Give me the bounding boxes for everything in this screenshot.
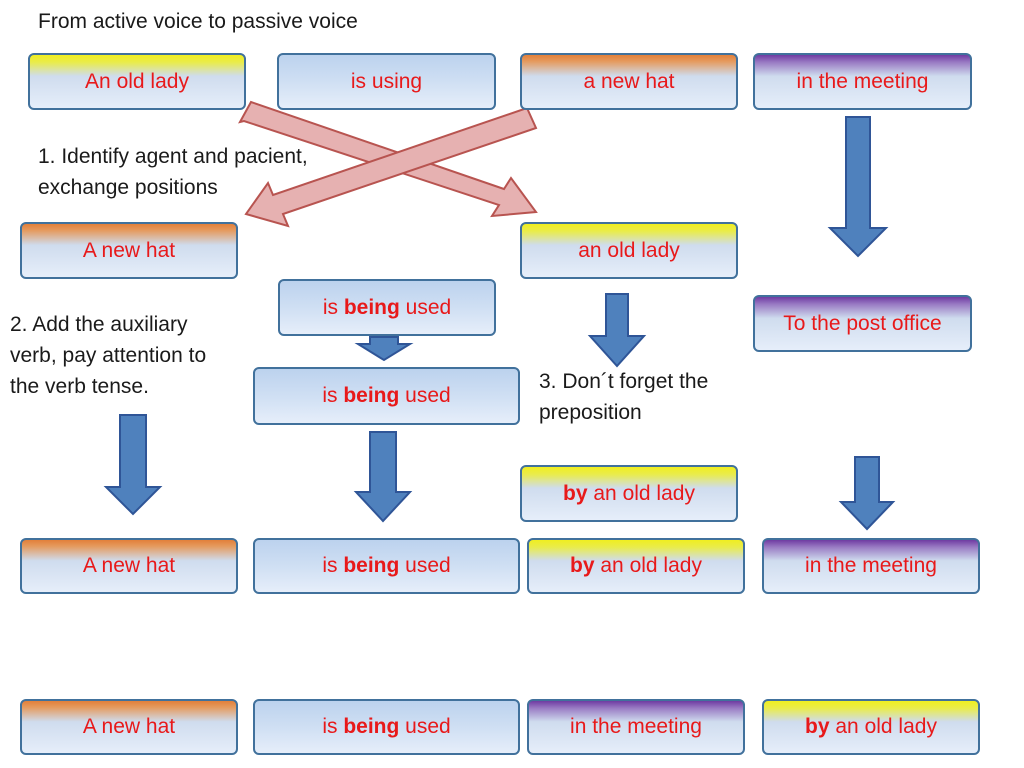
step2-line3: the verb tense. (10, 375, 149, 398)
box-place-passive2: in the meeting (527, 699, 745, 755)
down-arrow-meeting (827, 116, 889, 258)
step2-line1: 2. Add the auxiliary (10, 313, 188, 336)
by-rest: an old lady (829, 715, 937, 738)
step3-line2: preposition (539, 401, 642, 424)
box-subject-passive1: A new hat (20, 538, 238, 594)
step1-text: 1. Identify agent and pacient, exchange … (38, 141, 308, 203)
aux-suffix: used (399, 295, 452, 319)
by-rest: an old lady (587, 481, 695, 505)
box-patient-swapped: A new hat (20, 222, 238, 279)
step1-line1: 1. Identify agent and pacient, (38, 145, 308, 168)
by-rest: an old lady (594, 554, 702, 577)
box-by-phrase: by an old lady (520, 465, 738, 522)
down-arrow-verb (353, 431, 413, 523)
step1-line2: exchange positions (38, 176, 218, 199)
down-arrow-subject (103, 414, 163, 516)
step3-text: 3. Don´t forget the preposition (539, 366, 708, 428)
down-arrow-aux (354, 336, 414, 362)
box-by-passive2: by an old lady (762, 699, 980, 755)
aux-bold: being (343, 715, 400, 738)
box-place-changed: To the post office (753, 295, 972, 352)
aux-suffix: used (399, 715, 451, 738)
step3-line1: 3. Don´t forget the (539, 370, 709, 393)
aux-bold: being (343, 554, 400, 577)
step2-line2: verb, pay attention to (10, 344, 207, 367)
page-title: From active voice to passive voice (38, 10, 358, 33)
by-bold: by (563, 481, 588, 505)
aux-prefix: is (322, 715, 344, 738)
aux-prefix: is (322, 384, 344, 407)
box-place-active: in the meeting (753, 53, 972, 110)
aux-suffix: used (399, 554, 451, 577)
aux-bold: being (343, 384, 400, 407)
aux-prefix: is (322, 295, 344, 319)
by-bold: by (570, 554, 595, 577)
box-aux-wide: is being used (253, 367, 520, 425)
box-verb-active: is using (277, 53, 496, 110)
box-agent-active: An old lady (28, 53, 246, 110)
aux-prefix: is (322, 554, 344, 577)
step2-text: 2. Add the auxiliary verb, pay attention… (10, 309, 206, 402)
cross-arrow-right-to-left (244, 106, 538, 228)
box-subject-passive2: A new hat (20, 699, 238, 755)
box-aux-top: is being used (278, 279, 496, 336)
aux-suffix: used (399, 384, 451, 407)
box-patient-active: a new hat (520, 53, 738, 110)
box-place-passive1: in the meeting (762, 538, 980, 594)
aux-bold: being (343, 295, 400, 319)
box-verb-passive2: is being used (253, 699, 520, 755)
down-arrow-old-lady (587, 293, 647, 368)
down-arrow-place (838, 456, 896, 531)
box-verb-passive1: is being used (253, 538, 520, 594)
box-agent-swapped: an old lady (520, 222, 738, 279)
by-bold: by (805, 715, 830, 738)
box-by-passive1: by an old lady (527, 538, 745, 594)
